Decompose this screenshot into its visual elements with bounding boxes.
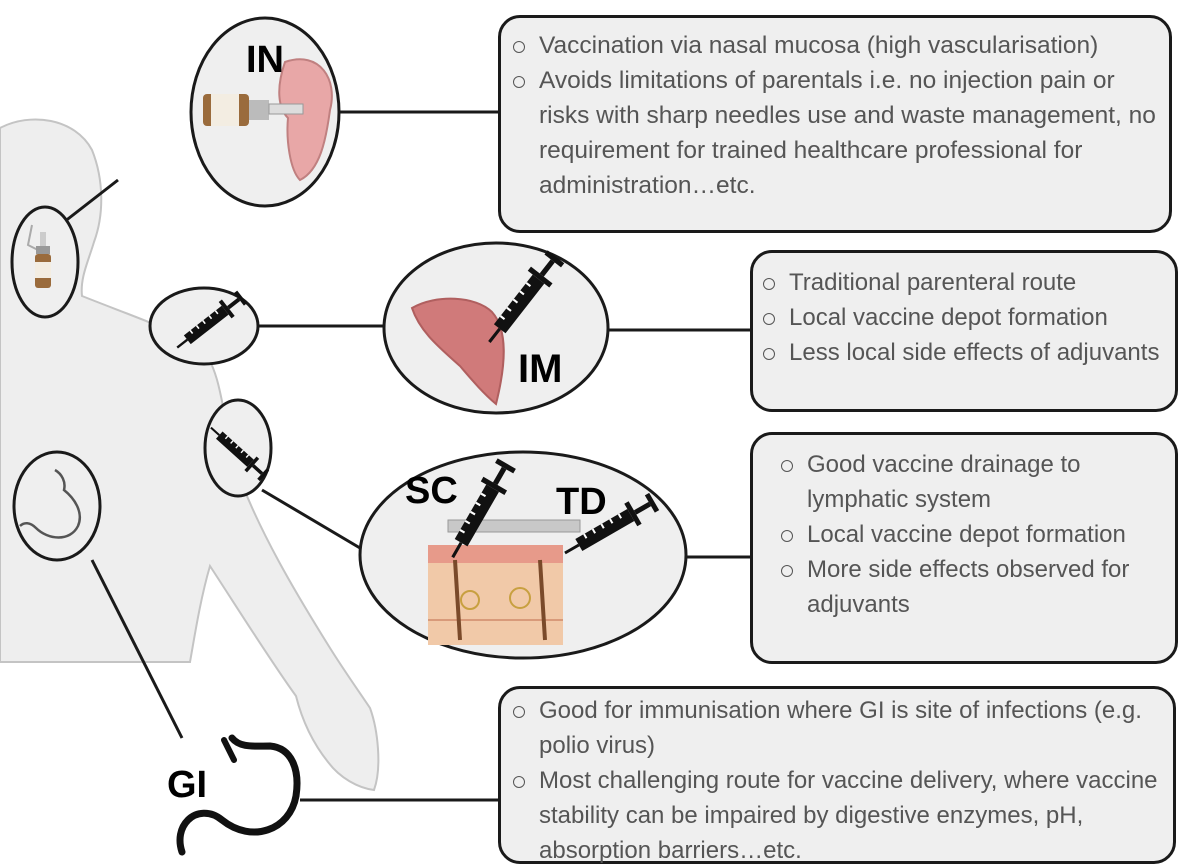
sc-label: SC (405, 470, 458, 512)
td-point-1: Good vaccine drainage to lymphatic syste… (781, 447, 1165, 517)
gi-point-2: Most challenging route for vaccine deliv… (513, 763, 1167, 868)
shoulder-syringe-callout (150, 288, 258, 364)
gi-label: GI (167, 764, 207, 806)
sc-td-callout: SC TD (360, 452, 686, 658)
im-point-1: Traditional parenteral route (763, 265, 1171, 300)
arm-syringe-callout (205, 400, 271, 496)
in-point-2: Avoids limitations of parentals i.e. no … (513, 63, 1159, 203)
in-info-box: Vaccination via nasal mucosa (high vascu… (498, 15, 1172, 233)
in-point-1: Vaccination via nasal mucosa (high vascu… (513, 28, 1159, 63)
stomach-callout (14, 452, 100, 560)
connector-sc-arm (262, 490, 360, 548)
td-point-2: Local vaccine depot formation (781, 517, 1165, 552)
im-callout: IM (384, 243, 608, 413)
in-label: IN (246, 39, 284, 81)
im-label: IM (518, 347, 562, 391)
td-point-3: More side effects observed for adjuvants (781, 552, 1165, 622)
gi-callout: GI (167, 738, 297, 852)
im-point-3: Less local side effects of adjuvants (763, 335, 1171, 370)
gi-info-box: Good for immunisation where GI is site o… (498, 686, 1176, 864)
gi-point-1: Good for immunisation where GI is site o… (513, 693, 1167, 763)
in-callout: IN (191, 18, 339, 206)
im-info-box: Traditional parenteral route Local vacci… (750, 250, 1178, 412)
im-point-2: Local vaccine depot formation (763, 300, 1171, 335)
face-nasal-spray-callout (12, 207, 78, 317)
td-label: TD (556, 481, 607, 523)
td-info-box: Good vaccine drainage to lymphatic syste… (750, 432, 1178, 664)
